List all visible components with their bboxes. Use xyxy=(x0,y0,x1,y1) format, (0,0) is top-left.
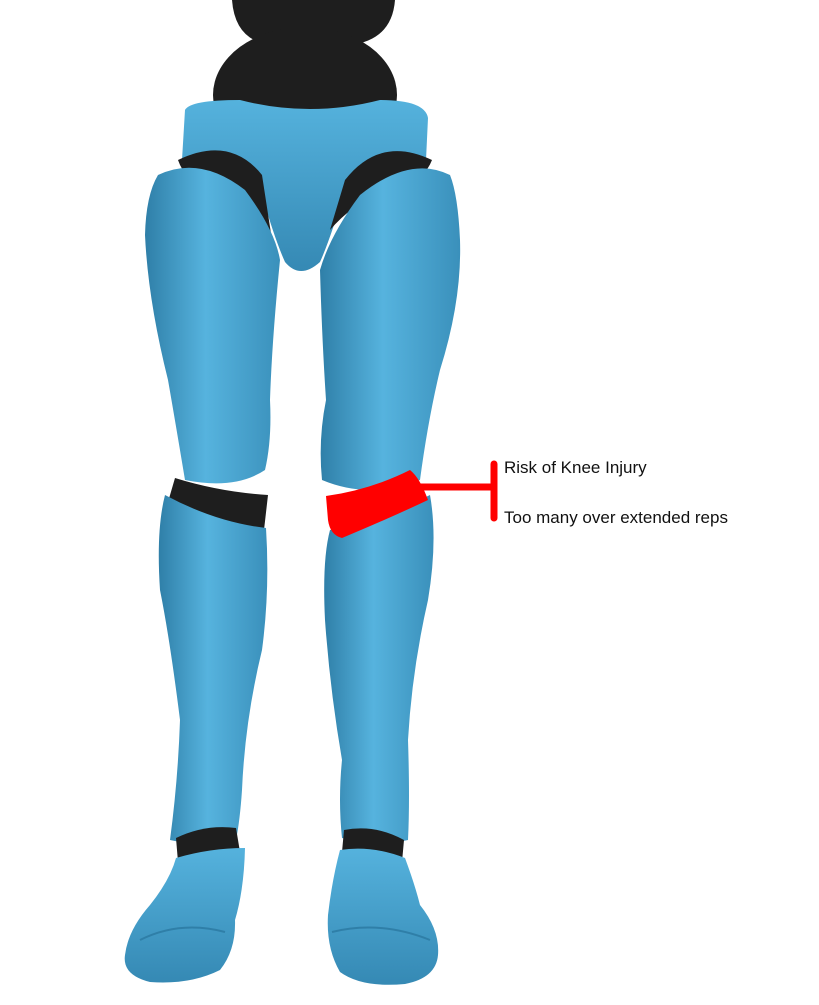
right-knee-joint xyxy=(326,470,428,538)
annotation-subtitle: Too many over extended reps xyxy=(504,508,728,527)
right-thigh xyxy=(320,168,461,491)
annotation-title: Risk of Knee Injury xyxy=(504,458,647,477)
left-shin xyxy=(158,495,268,844)
right-shin xyxy=(324,495,434,844)
right-toe-shadow xyxy=(331,926,431,941)
left-foot xyxy=(124,848,245,983)
left-knee-joint xyxy=(168,478,268,530)
left-thigh xyxy=(145,167,280,484)
left-toe-shadow xyxy=(139,926,226,941)
pelvis xyxy=(182,100,428,271)
right-foot xyxy=(327,848,439,985)
